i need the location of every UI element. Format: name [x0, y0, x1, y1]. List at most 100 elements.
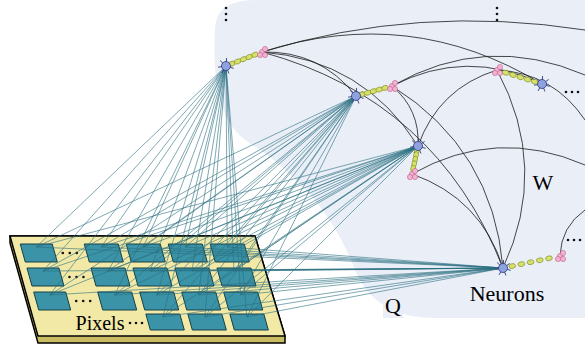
q-line — [247, 146, 418, 317]
q-line — [50, 268, 503, 295]
dot — [579, 239, 582, 242]
axon-bead — [516, 74, 524, 81]
w-line — [497, 70, 525, 268]
dot — [141, 322, 144, 325]
dendrite — [356, 88, 358, 96]
pixel — [230, 314, 268, 330]
q-line — [36, 96, 356, 247]
w-line — [262, 52, 356, 96]
pixel — [34, 292, 71, 310]
node-label: Pixels — [74, 312, 127, 334]
dot — [82, 276, 85, 279]
q-line — [163, 96, 356, 317]
cell-body — [414, 142, 423, 151]
q-line — [185, 247, 503, 268]
q-line — [227, 146, 418, 247]
q-line — [150, 96, 356, 271]
cell-body — [538, 80, 547, 89]
axon-bead — [239, 56, 247, 63]
q-line — [241, 268, 503, 295]
neurons — [218, 46, 566, 275]
axon-terminal — [555, 256, 560, 261]
axon-bead — [251, 51, 259, 58]
axon-bead — [531, 78, 539, 85]
axon-bead — [234, 58, 242, 65]
q-line — [43, 66, 226, 271]
q-line — [185, 66, 226, 247]
axon-bead — [370, 88, 378, 94]
dendrite — [226, 61, 233, 66]
pixel — [210, 244, 249, 262]
dot — [75, 252, 78, 255]
dendrite — [412, 141, 418, 146]
q-line — [157, 96, 356, 295]
node-label: Neurons — [468, 282, 547, 306]
axon-terminal — [494, 67, 499, 72]
board-face — [10, 236, 285, 336]
axon-terminal — [492, 70, 497, 75]
dendrite — [497, 263, 503, 268]
dendrite — [536, 79, 542, 84]
cell-body — [499, 264, 508, 273]
q-line — [143, 96, 356, 247]
q-line — [241, 146, 418, 295]
axon-terminal — [409, 171, 414, 176]
dendrite — [352, 96, 356, 103]
dendrite — [222, 66, 226, 73]
q-line — [163, 146, 418, 317]
q-line — [43, 146, 418, 271]
axon-bead — [381, 85, 389, 91]
pixel — [133, 268, 172, 286]
axon-terminal — [407, 174, 412, 179]
axon-terminal — [262, 46, 267, 51]
dot — [573, 239, 576, 242]
w-line — [392, 56, 585, 86]
q-line — [185, 146, 418, 247]
q-line — [101, 66, 226, 247]
q-line — [192, 146, 418, 271]
dendrite — [356, 96, 364, 98]
axon-terminal — [497, 64, 502, 69]
dendrite — [503, 268, 511, 270]
q-line — [108, 66, 226, 271]
dot — [496, 19, 499, 22]
neuron-icon — [407, 138, 425, 180]
pixel — [217, 268, 256, 286]
q-line — [205, 66, 226, 317]
axon-bead — [228, 60, 236, 67]
axon-terminal — [497, 70, 502, 75]
dot — [68, 252, 71, 255]
dot — [89, 300, 92, 303]
pixel — [146, 314, 184, 330]
neuron-icon — [495, 250, 566, 275]
axon-terminal — [389, 83, 394, 88]
q-line — [192, 96, 356, 271]
dot — [496, 7, 499, 10]
q-line — [205, 268, 503, 317]
q-line — [163, 268, 503, 317]
w-line — [392, 86, 503, 268]
q-line — [192, 268, 503, 271]
neuron-icon — [492, 64, 549, 91]
dendrite — [356, 96, 359, 103]
w-line — [262, 21, 585, 52]
dendrite — [542, 79, 549, 84]
q-line — [101, 146, 418, 247]
dendrite — [226, 66, 229, 73]
matrix-label: W — [531, 171, 556, 195]
w-line — [392, 66, 542, 86]
q-line — [192, 66, 226, 271]
q-line — [199, 268, 503, 295]
dendrite — [495, 268, 503, 269]
pixel — [175, 268, 214, 286]
w-line — [418, 70, 497, 146]
q-line — [150, 66, 226, 271]
dendrite — [418, 138, 420, 146]
dendrite — [226, 58, 228, 66]
pixel — [20, 244, 57, 262]
pixel — [168, 244, 207, 262]
axon-bead — [358, 91, 366, 97]
q-line — [36, 66, 226, 247]
q-line — [199, 66, 226, 295]
q-connections — [36, 66, 503, 317]
